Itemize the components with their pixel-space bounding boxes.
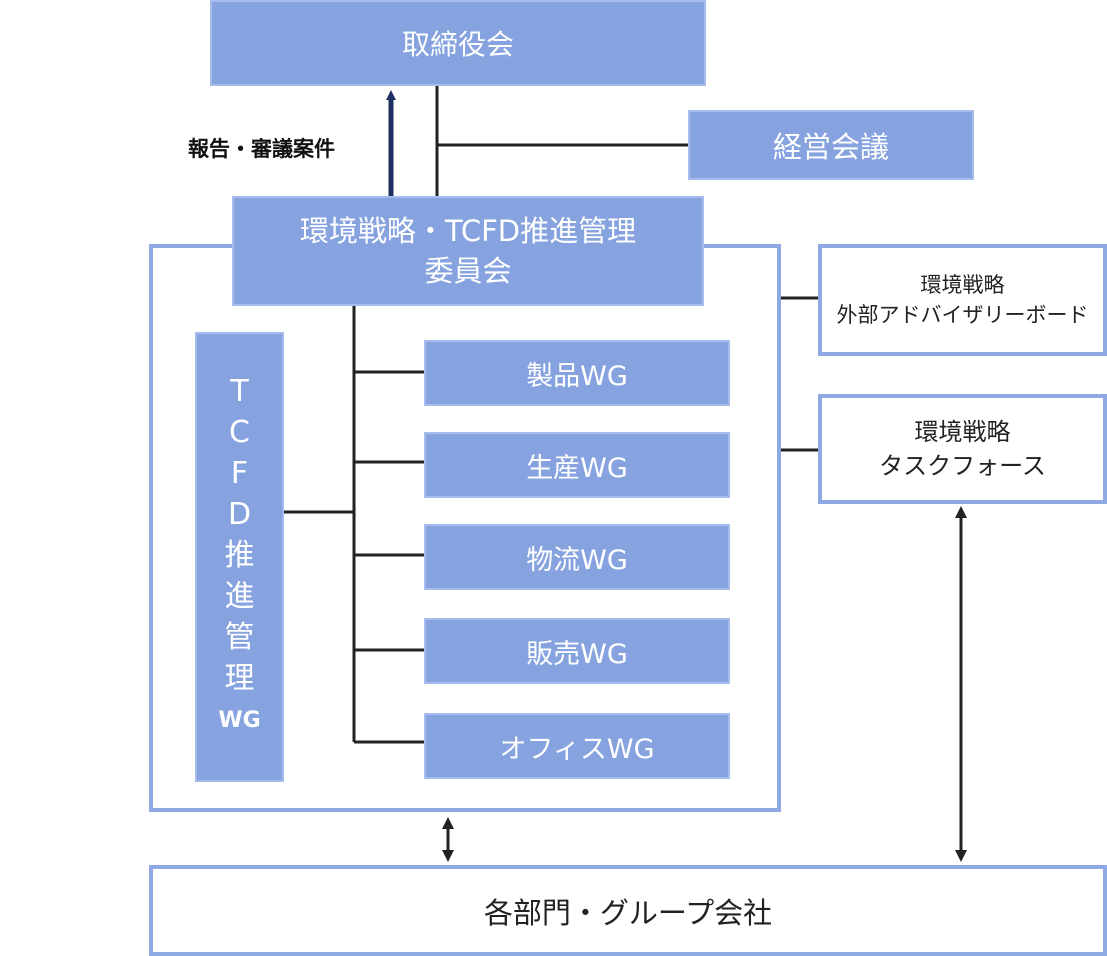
committee-title-line1: 環境戦略・TCFD推進管理 bbox=[299, 214, 637, 248]
board-of-directors-label: 取締役会 bbox=[401, 28, 514, 61]
wg-label: 生産WG bbox=[526, 452, 628, 484]
wg-label: 製品WG bbox=[526, 360, 628, 392]
tcfd-wg-suffix: WG bbox=[218, 708, 261, 733]
task-force-line2: タスクフォース bbox=[879, 452, 1046, 480]
wg-box-sales: 販売WG bbox=[424, 618, 730, 684]
wg-label: 販売WG bbox=[526, 638, 628, 670]
advisory-board-box: 環境戦略 外部アドバイザリーボード bbox=[818, 244, 1107, 356]
wg-label: 物流WG bbox=[526, 544, 628, 576]
tcfd-wg-char: T bbox=[230, 374, 249, 409]
tcfd-wg-char: 進 bbox=[224, 579, 255, 614]
wg-box-logistics: 物流WG bbox=[424, 524, 730, 590]
management-meeting-box: 経営会議 bbox=[688, 110, 974, 180]
departments-label: 各部門・グループ会社 bbox=[483, 895, 773, 930]
tcfd-wg-char: C bbox=[229, 415, 250, 450]
tcfd-wg-char: D bbox=[227, 497, 252, 532]
wg-box-product: 製品WG bbox=[424, 340, 730, 406]
wg-box-office: オフィスWG bbox=[424, 713, 730, 779]
departments-box: 各部門・グループ会社 bbox=[149, 865, 1107, 956]
committee-title-line2: 委員会 bbox=[424, 254, 512, 288]
advisory-board-line2: 外部アドバイザリーボード bbox=[836, 303, 1089, 327]
task-force-box: 環境戦略 タスクフォース bbox=[818, 394, 1107, 504]
report-label: 報告・審議案件 bbox=[188, 137, 335, 161]
task-force-line1: 環境戦略 bbox=[914, 418, 1011, 446]
advisory-board-line1: 環境戦略 bbox=[920, 273, 1005, 297]
board-of-directors-box: 取締役会 bbox=[210, 0, 706, 86]
tcfd-wg-char: F bbox=[230, 456, 249, 491]
management-meeting-label: 経営会議 bbox=[772, 130, 889, 164]
tcfd-wg-box: T C F D 推 進 管 理 WG bbox=[195, 332, 284, 782]
wg-label: オフィスWG bbox=[499, 733, 655, 765]
wg-box-production: 生産WG bbox=[424, 432, 730, 498]
tcfd-wg-char: 管 bbox=[224, 620, 255, 655]
committee-box: 環境戦略・TCFD推進管理 委員会 bbox=[232, 196, 704, 306]
tcfd-wg-char: 理 bbox=[224, 661, 255, 696]
tcfd-wg-char: 推 bbox=[224, 538, 255, 573]
